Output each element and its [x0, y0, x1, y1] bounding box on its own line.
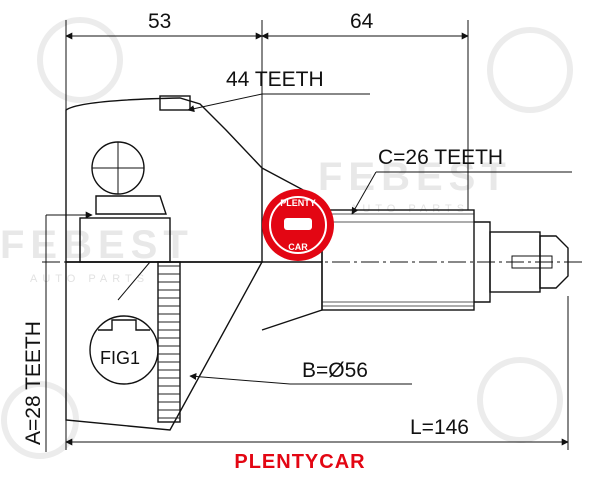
abs-ring-teeth [158, 265, 180, 419]
housing-upper [65, 97, 263, 263]
car-icon [284, 218, 312, 230]
abs-ring [157, 261, 181, 423]
label-c-teeth: C=26 TEETH [378, 146, 503, 169]
housing-lower [65, 261, 264, 431]
top-dimensions: 53 64 [65, 10, 469, 235]
logo-text-top: PLENTY [280, 198, 316, 208]
inner-spline [79, 217, 171, 263]
label-44-teeth: 44 TEETH [226, 68, 324, 91]
shaft-hole [511, 255, 553, 269]
inner-race [95, 195, 167, 215]
callout-44-teeth: 44 TEETH [187, 68, 370, 113]
watermark-circle [477, 357, 563, 443]
watermark: FEBEST FEBEST AUTO PARTS AUTO PARTS [0, 17, 573, 459]
footer-brand: PLENTYCAR [234, 451, 365, 473]
shaft-neck-lower [261, 261, 323, 331]
leader-arrow [187, 93, 263, 113]
watermark-sub-right: AUTO PARTS [350, 203, 469, 215]
shaft-spline [322, 213, 474, 307]
shaft-body [321, 209, 475, 311]
fig1-circle [89, 315, 159, 385]
watermark-brand-right: FEBEST [318, 155, 512, 199]
logo-inner-ring [269, 196, 327, 254]
watermark-circle [487, 27, 573, 113]
fig1-spline-profile [98, 319, 150, 331]
fig1-label: FIG1 [100, 348, 140, 368]
shaft-tip [539, 235, 569, 289]
watermark-circle [1, 381, 79, 459]
fig1-leader [117, 261, 151, 301]
watermark-circle [37, 17, 123, 103]
watermark-sub-left: AUTO PARTS [30, 273, 149, 285]
fig1-detail: FIG1 [89, 261, 159, 385]
label-a-teeth: A=28 TEETH [22, 321, 45, 445]
callout-c-teeth: C=26 TEETH [351, 146, 572, 215]
callout-b-diameter: B=Ø56 [189, 359, 412, 385]
leader-arrow [351, 171, 377, 215]
leader-arrow [189, 373, 291, 385]
dim-label-64: 64 [350, 10, 374, 33]
length-dimension: L=146 [65, 296, 569, 450]
label-b-diameter: B=Ø56 [302, 359, 368, 382]
dim-label-53: 53 [148, 10, 171, 33]
logo-text-bottom: CAR [288, 242, 308, 252]
label-length: L=146 [410, 416, 469, 439]
housing-tab [159, 95, 191, 111]
outer-joint-housing [65, 95, 264, 431]
watermark-brand-left: FEBEST [0, 223, 194, 267]
plentycar-logo: PLENTY CAR [262, 189, 334, 261]
callout-a-teeth: A=28 TEETH [22, 211, 93, 452]
shaft [261, 167, 569, 331]
